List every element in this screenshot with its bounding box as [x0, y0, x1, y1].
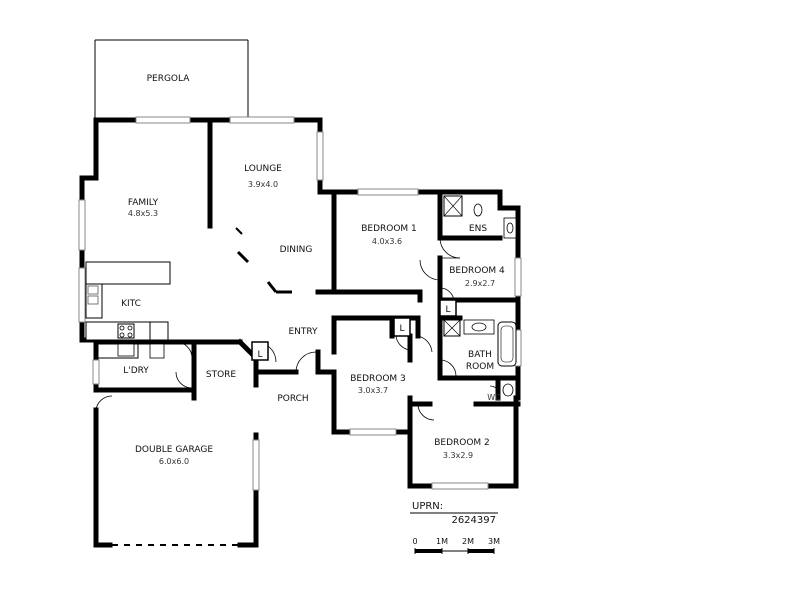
windows: [78, 116, 522, 491]
bathroom-fixtures: [443, 319, 517, 397]
room-label-bathroom-2: ROOM: [466, 362, 494, 372]
room-label-garage: DOUBLE GARAGE: [135, 445, 213, 455]
linen-boxes: [251, 299, 457, 361]
room-label-ensuite: ENS: [469, 224, 487, 234]
uprn-value: 2624397: [451, 515, 496, 526]
scale-label-1: 1M: [436, 537, 448, 546]
pergola-outline: [94, 39, 249, 118]
uprn-block: UPRN: 2624397: [410, 501, 498, 526]
room-labels: PERGOLA FAMILY 4.8x5.3 LOUNGE 3.9x4.0 DI…: [121, 74, 505, 466]
room-label-bedroom2: BEDROOM 2: [434, 438, 490, 448]
room-label-linen-2: L: [399, 324, 404, 334]
room-size-garage: 6.0x6.0: [159, 457, 189, 466]
room-label-linen-1: L: [257, 350, 262, 360]
room-label-bedroom1: BEDROOM 1: [361, 224, 417, 234]
room-label-wc: WC: [487, 393, 501, 402]
scale-label-3: 3M: [488, 537, 500, 546]
kitchen-fixtures: [85, 261, 171, 341]
scale-label-0: 0: [412, 537, 417, 546]
room-size-bedroom2: 3.3x2.9: [443, 451, 473, 460]
room-label-family: FAMILY: [128, 198, 159, 208]
room-label-entry: ENTRY: [288, 327, 318, 337]
room-label-store: STORE: [206, 370, 237, 380]
room-size-lounge: 3.9x4.0: [248, 180, 278, 189]
room-label-linen-3: L: [445, 305, 450, 315]
room-label-porch: PORCH: [277, 394, 308, 404]
uprn-label: UPRN:: [412, 501, 443, 512]
scale-bar: 0 1M 2M 3M: [412, 537, 500, 554]
room-label-lounge: LOUNGE: [244, 164, 282, 174]
doors: [95, 237, 501, 421]
scale-label-2: 2M: [462, 537, 474, 546]
room-label-pergola: PERGOLA: [147, 74, 191, 84]
room-size-bedroom4: 2.9x2.7: [465, 279, 495, 288]
laundry-fixtures: [97, 343, 165, 359]
room-label-bathroom-1: BATH: [468, 350, 492, 360]
room-size-bedroom3: 3.0x3.7: [358, 386, 388, 395]
room-label-bedroom3: BEDROOM 3: [350, 374, 406, 384]
garage-door: [95, 430, 238, 546]
ensuite-fixtures: [443, 195, 517, 239]
room-size-family: 4.8x5.3: [128, 209, 158, 218]
room-label-dining: DINING: [280, 245, 313, 255]
room-label-kitchen: KITC: [121, 299, 141, 309]
room-label-bedroom4: BEDROOM 4: [449, 266, 505, 276]
dining-features: [235, 227, 292, 294]
room-size-bedroom1: 4.0x3.6: [372, 237, 402, 246]
room-label-laundry: L'DRY: [123, 366, 149, 376]
